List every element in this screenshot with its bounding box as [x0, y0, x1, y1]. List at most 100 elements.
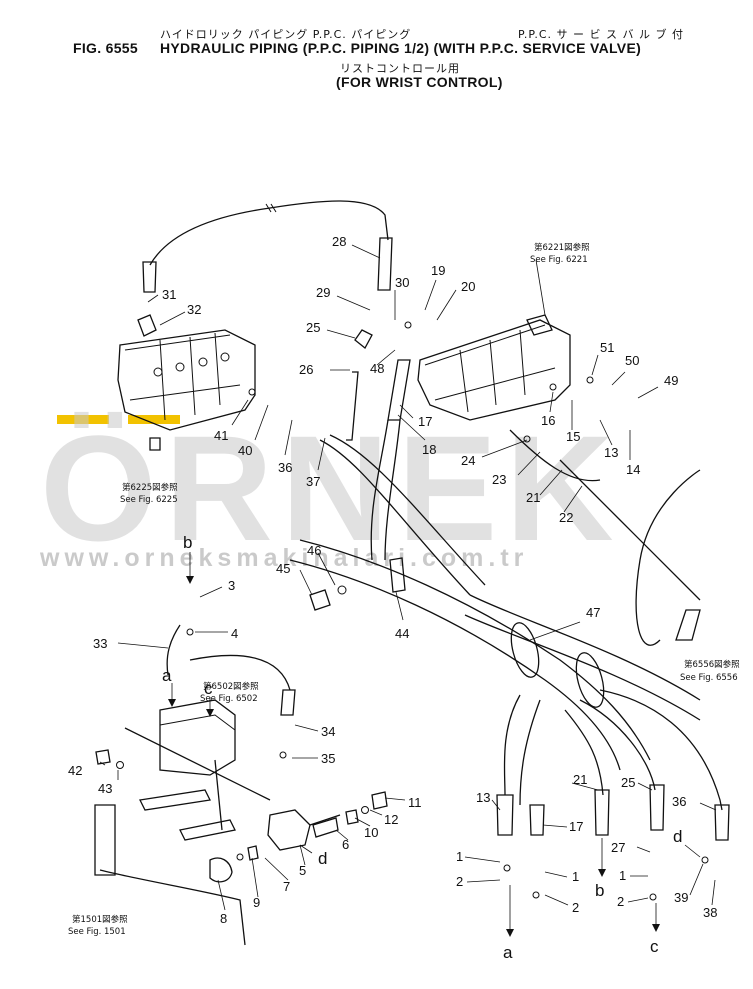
callout-numbers: 28 31 32 41 40 36 37 29 30 25 26 48 19 2… [68, 234, 717, 926]
callout-11: 11 [408, 795, 422, 810]
jp-title-right: P.P.C. サ ー ビ ス バ ル ブ 付 [518, 28, 684, 41]
callout-49: 49 [664, 373, 678, 388]
callout-29: 29 [316, 285, 330, 300]
flow-letter-b-bottom: b [595, 881, 604, 900]
hose-bundle [289, 469, 730, 841]
callout-6: 6 [342, 837, 349, 852]
callout-28: 28 [332, 234, 346, 249]
callout-44: 44 [395, 626, 409, 641]
callout-19: 19 [431, 263, 445, 278]
callout-39: 39 [674, 890, 688, 905]
ref-fig-6556-jp: 第6556図参照 [684, 659, 740, 670]
jp-title-left: ハイドロリック パイピング P.P.C. パイピング [160, 28, 412, 41]
callout-31: 31 [162, 287, 176, 302]
page-subtitle: (FOR WRIST CONTROL) [336, 74, 503, 90]
flow-letters: b a c d d a b c [162, 533, 682, 962]
callout-3: 3 [228, 578, 235, 593]
flow-letter-d-right: d [673, 827, 682, 846]
callout-21-lower: 21 [573, 772, 587, 787]
callout-14: 14 [626, 462, 640, 477]
callout-15: 15 [566, 429, 580, 444]
flow-letter-c-bottom: c [650, 937, 659, 956]
callout-2-b: 2 [572, 900, 579, 915]
ref-fig-6556-en: See Fig. 6556 [680, 673, 738, 683]
callout-20: 20 [461, 279, 475, 294]
flow-letter-c-top: c [204, 679, 213, 698]
service-valve-assembly [94, 624, 341, 946]
callout-22: 22 [559, 510, 573, 525]
jp-subtitle: リストコントロール用 [340, 62, 460, 75]
callout-4: 4 [231, 626, 238, 641]
callout-7: 7 [283, 879, 290, 894]
figure-references: 第6221図参照 See Fig. 6221 第6225図参照 See Fig.… [68, 242, 740, 937]
callout-9: 9 [253, 895, 260, 910]
callout-24: 24 [461, 453, 475, 468]
callout-2-a: 2 [456, 874, 463, 889]
watermark: ÖRNEK www.orneksmakinalari.com.tr [39, 404, 614, 572]
flow-letter-d-left: d [318, 849, 327, 868]
page-title: HYDRAULIC PIPING (P.P.C. PIPING 1/2) (WI… [160, 40, 642, 56]
callout-23: 23 [492, 472, 506, 487]
flow-letter-a-bottom: a [503, 943, 513, 962]
hose-top-arch [142, 200, 393, 293]
flow-arrows [168, 552, 701, 937]
control-valve-right [417, 314, 571, 421]
callout-1-a: 1 [456, 849, 463, 864]
callout-21: 21 [526, 490, 540, 505]
fig-number: FIG. 6555 [73, 40, 138, 56]
ref-fig-6502-jp: 第6502図参照 [203, 681, 259, 692]
callout-38: 38 [703, 905, 717, 920]
callout-18: 18 [422, 442, 436, 457]
callout-32: 32 [187, 302, 201, 317]
control-valve-left [117, 314, 256, 451]
flow-letter-a-top: a [162, 666, 172, 685]
callout-37: 37 [306, 474, 320, 489]
callout-13-lower: 13 [476, 790, 490, 805]
callout-17: 17 [418, 414, 432, 429]
callout-27: 27 [611, 840, 625, 855]
callout-26: 26 [299, 362, 313, 377]
callout-36: 36 [278, 460, 292, 475]
watermark-accent-mark [57, 415, 109, 424]
callout-42: 42 [68, 763, 82, 778]
callout-43: 43 [98, 781, 112, 796]
callout-25: 25 [306, 320, 320, 335]
flow-letter-b-top: b [183, 533, 192, 552]
callout-35: 35 [321, 751, 335, 766]
pipes-center [319, 329, 701, 601]
callout-40: 40 [238, 443, 252, 458]
callout-51: 51 [600, 340, 614, 355]
callout-1-b: 1 [572, 869, 579, 884]
watermark-accent-mark [128, 415, 180, 424]
ref-fig-1501-jp: 第1501図参照 [72, 914, 128, 925]
ref-fig-6221-jp: 第6221図参照 [534, 242, 590, 253]
callout-34: 34 [321, 724, 335, 739]
leader-lines [99, 244, 717, 911]
ref-fig-1501-en: See Fig. 1501 [68, 927, 126, 937]
callout-12: 12 [384, 812, 398, 827]
ref-fig-6502-en: See Fig. 6502 [200, 694, 258, 704]
callout-13: 13 [604, 445, 618, 460]
ref-fig-6221-en: See Fig. 6221 [530, 255, 588, 265]
callout-41: 41 [214, 428, 228, 443]
ref-fig-6225-en: See Fig. 6225 [120, 495, 178, 505]
callout-36-lower: 36 [672, 794, 686, 809]
callout-47: 47 [586, 605, 600, 620]
callout-50: 50 [625, 353, 639, 368]
callout-16: 16 [541, 413, 555, 428]
callout-25-lower: 25 [621, 775, 635, 790]
callout-10: 10 [364, 825, 378, 840]
callout-46: 46 [307, 543, 321, 558]
callout-45: 45 [276, 561, 290, 576]
callout-1-c: 1 [619, 868, 626, 883]
callout-2-c: 2 [617, 894, 624, 909]
ref-fig-6225-jp: 第6225図参照 [122, 482, 178, 493]
callout-48: 48 [370, 361, 384, 376]
small-fittings [95, 321, 709, 901]
callout-8: 8 [220, 911, 227, 926]
callout-5: 5 [299, 863, 306, 878]
callout-33: 33 [93, 636, 107, 651]
callout-30: 30 [395, 275, 409, 290]
watermark-url: www.orneksmakinalari.com.tr [39, 544, 528, 572]
